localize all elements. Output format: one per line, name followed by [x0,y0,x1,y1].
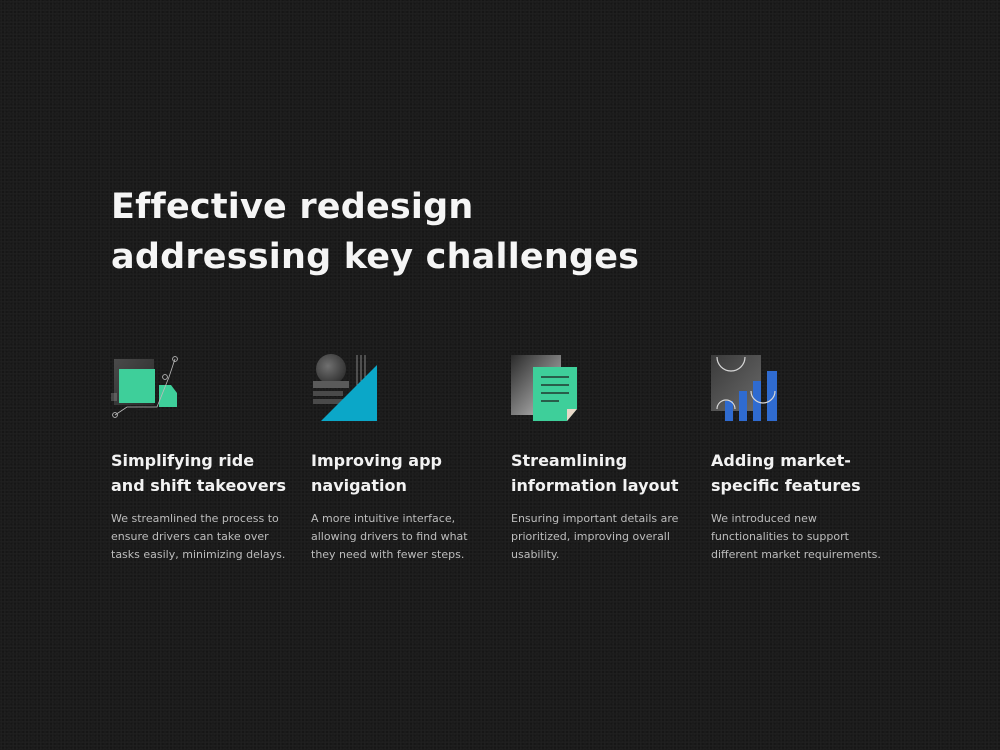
feature-description-line-3: usability. [511,548,560,561]
feature-description-line-1: Ensuring important details are [511,512,679,525]
feature-description: Ensuring important details are prioritiz… [511,510,678,564]
feature-title: Improving app navigation [311,448,442,498]
truck-icon [111,353,183,425]
feature-description: A more intuitive interface, allowing dri… [311,510,468,564]
feature-description-line-2: ensure drivers can take over [111,530,269,543]
feature-title: Adding market- specific features [711,448,861,498]
feature-description-line-2: allowing drivers to find what [311,530,468,543]
page-title-line-1: Effective redesign [111,187,474,227]
feature-description-line-1: We streamlined the process to [111,512,279,525]
feature-title-line-2: navigation [311,476,407,495]
feature-list: Simplifying ride and shift takeovers We … [111,353,911,593]
feature-title-line-2: and shift takeovers [111,476,286,495]
feature-title-line-1: Improving app [311,451,442,470]
feature-description-line-3: they need with fewer steps. [311,548,465,561]
feature-description: We streamlined the process to ensure dri… [111,510,285,564]
feature-title-line-1: Simplifying ride [111,451,255,470]
feature-title-line-2: specific features [711,476,861,495]
feature-description-line-3: tasks easily, minimizing delays. [111,548,286,561]
feature-title: Simplifying ride and shift takeovers [111,448,286,498]
feature-title: Streamlining information layout [511,448,679,498]
navigation-icon [311,353,383,425]
feature-description-line-3: different market requirements. [711,548,881,561]
feature-description-line-1: A more intuitive interface, [311,512,456,525]
feature-title-line-1: Adding market- [711,451,851,470]
feature-description-line-2: prioritized, improving overall [511,530,670,543]
page-title-line-2: addressing key challenges [111,237,640,277]
feature-title-line-2: information layout [511,476,679,495]
bar-chart-icon [711,353,783,425]
page-title: Effective redesign addressing key challe… [111,182,639,282]
feature-description-line-1: We introduced new [711,512,817,525]
document-icon [511,353,583,425]
feature-title-line-1: Streamlining [511,451,628,470]
feature-description: We introduced new functionalities to sup… [711,510,881,564]
feature-description-line-2: functionalities to support [711,530,849,543]
